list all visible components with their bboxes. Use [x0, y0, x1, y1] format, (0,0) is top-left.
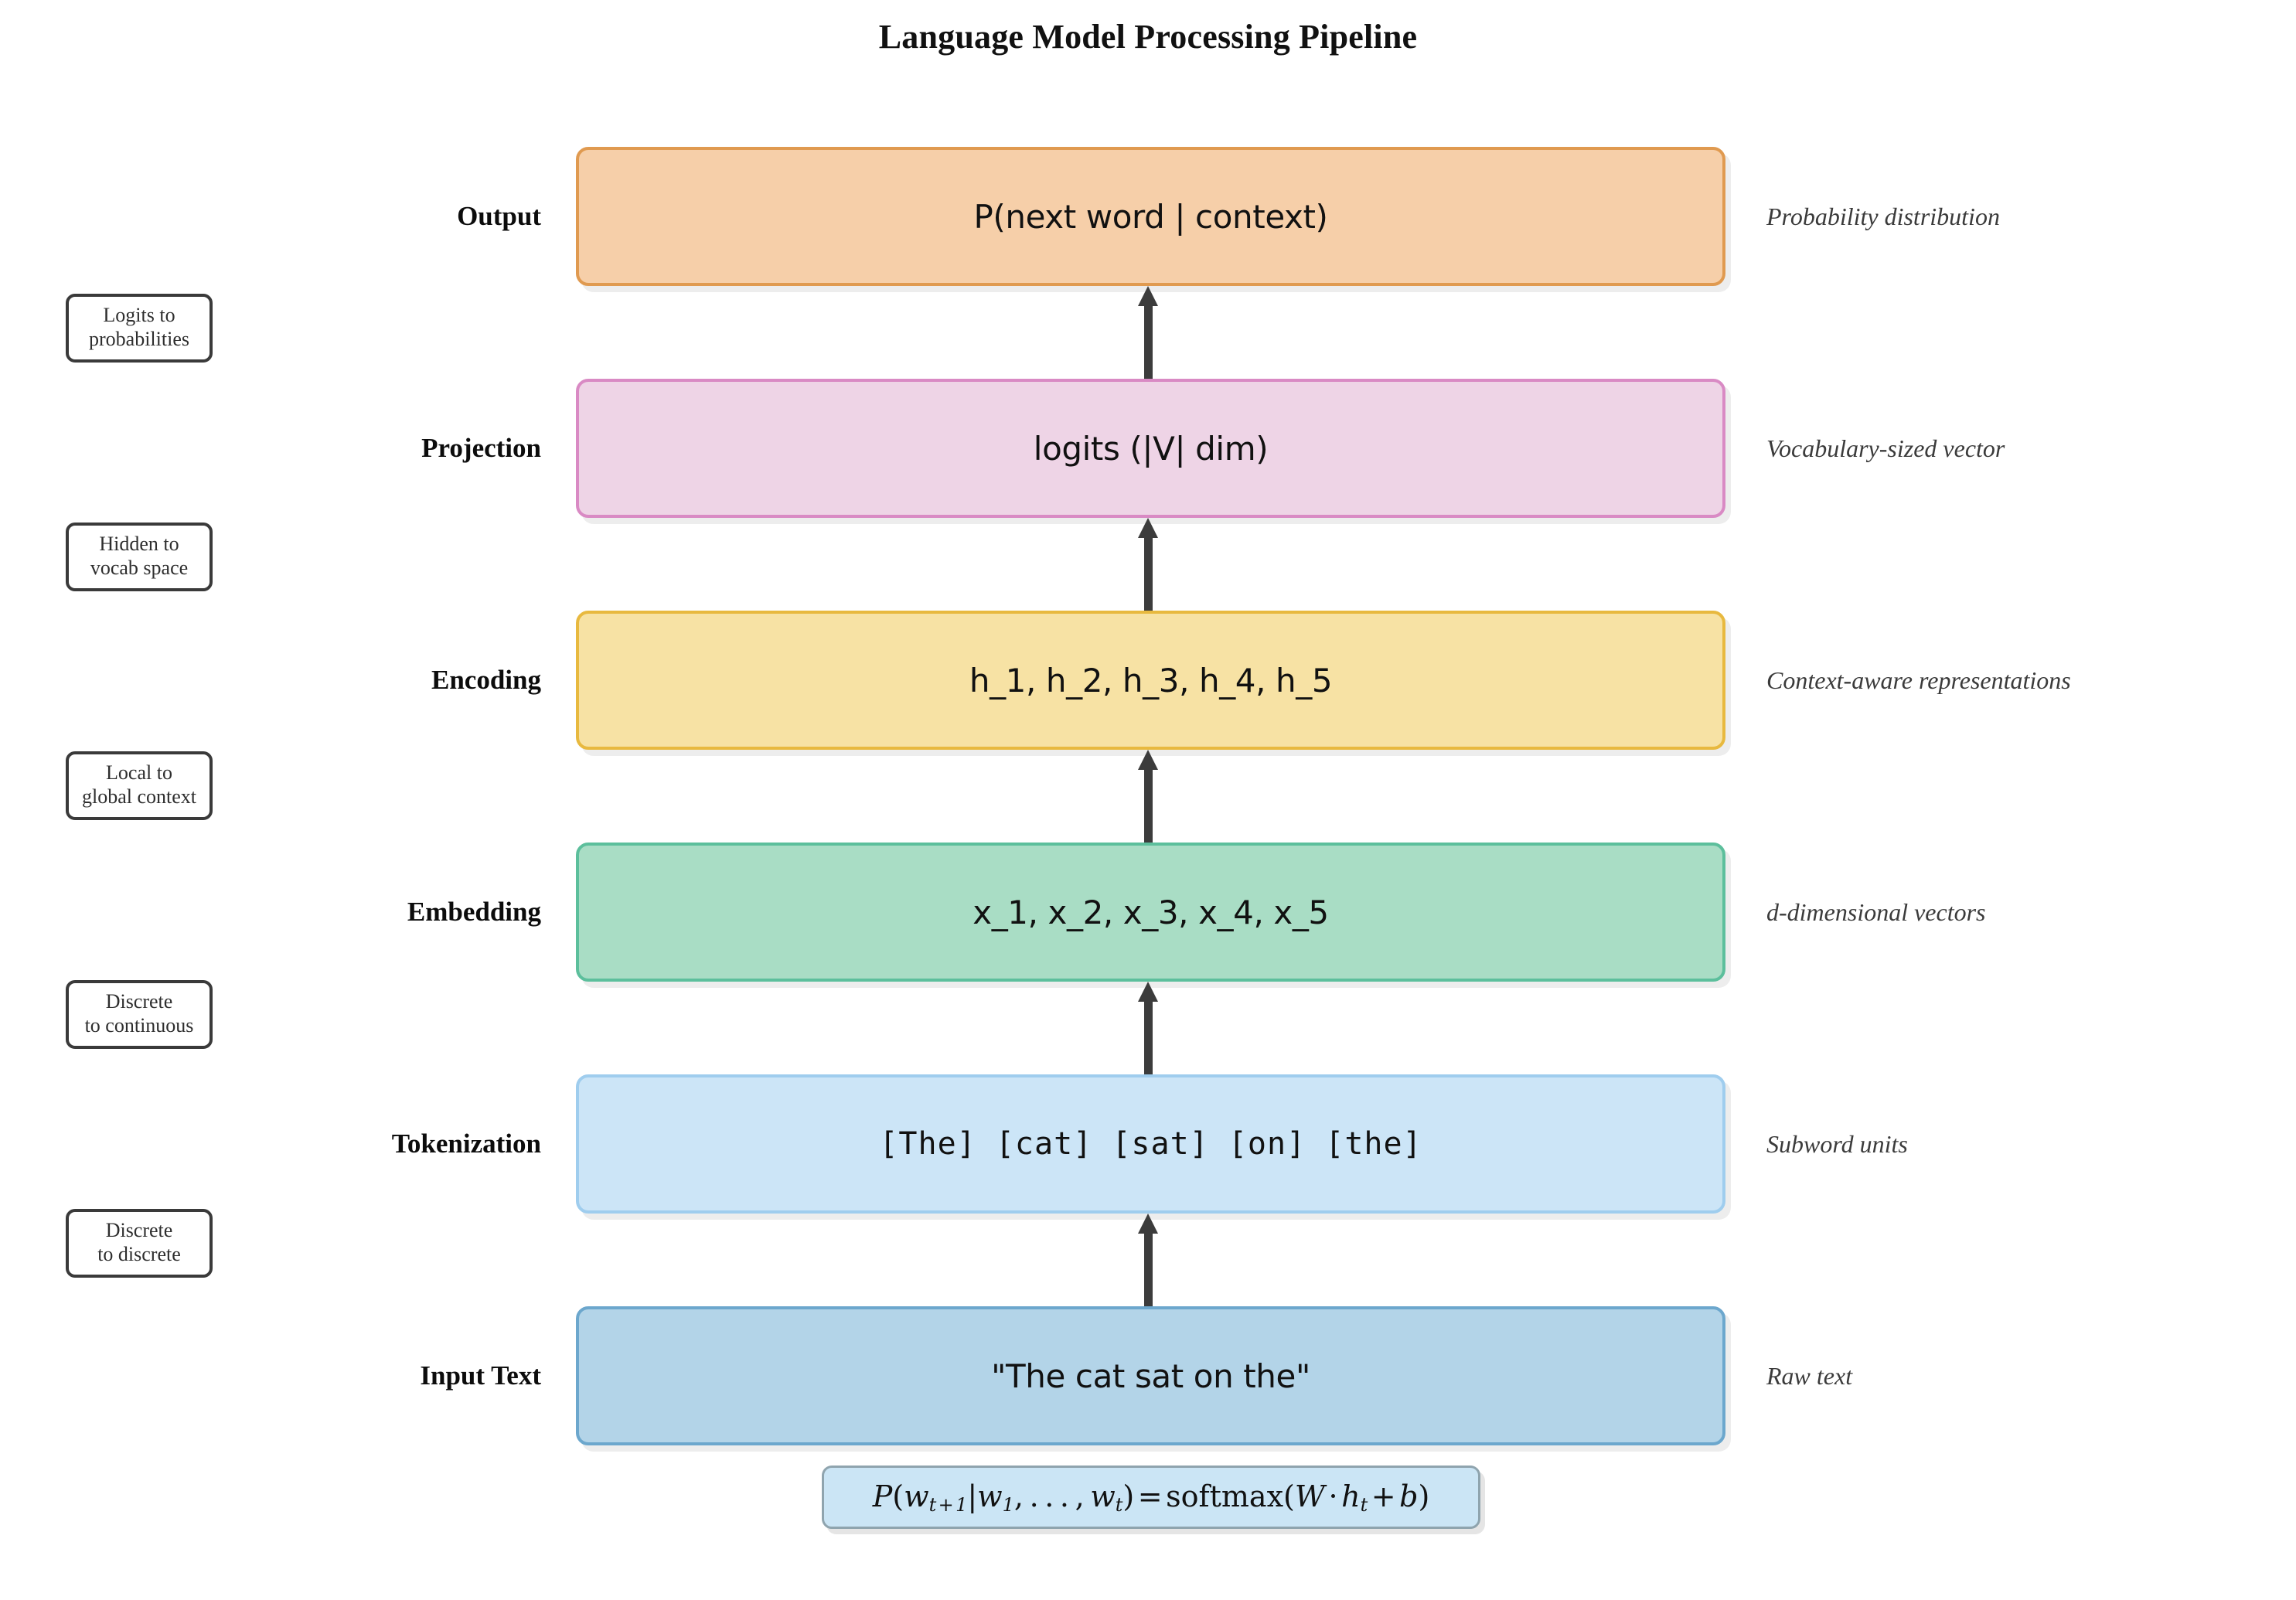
stage-note-projection: Vocabulary-sized vector — [1766, 434, 2005, 462]
stage-row-projection: Projection logits (|V| dim) Vocabulary-s… — [0, 379, 2296, 518]
stage-label-tokenization: Tokenization — [391, 1129, 541, 1159]
arrow-input-to-tokenization — [1138, 1214, 1158, 1306]
stage-row-embedding: Embedding x_1, x_2, x_3, x_4, x_5 d-dime… — [0, 843, 2296, 982]
transition-line-1: Local to — [106, 761, 172, 784]
stage-box-tokenization[interactable]: [The] [cat] [sat] [on] [the] — [576, 1074, 1725, 1214]
arrow-projection-to-output — [1138, 286, 1158, 379]
stage-label-output: Output — [457, 201, 541, 231]
stage-label-input-text: Input Text — [420, 1360, 541, 1391]
transition-line-2: to discrete — [97, 1242, 181, 1265]
stage-label-encoding: Encoding — [431, 665, 541, 695]
stage-text-tokenization: [The] [cat] [sat] [on] [the] — [879, 1126, 1422, 1162]
transition-line-1: Logits to — [103, 304, 175, 326]
transition-box-hidden-to-vocab-space: Hidden to vocab space — [66, 523, 213, 592]
arrow-shaft — [1144, 301, 1153, 379]
arrow-shaft — [1144, 533, 1153, 611]
transition-line-1: Hidden to — [99, 533, 179, 555]
arrow-encoding-to-projection — [1138, 518, 1158, 611]
arrow-shaft — [1144, 1229, 1153, 1306]
transition-line-2: vocab space — [90, 556, 189, 579]
stage-label-projection: Projection — [421, 433, 541, 463]
stage-text-encoding: h_1, h_2, h_3, h_4, h_5 — [969, 661, 1333, 700]
stage-text-embedding: x_1, x_2, x_3, x_4, x_5 — [973, 893, 1329, 931]
arrow-embedding-to-encoding — [1138, 750, 1158, 843]
stage-box-input-text[interactable]: "The cat sat on the" — [576, 1306, 1725, 1445]
transition-box-local-to-global-context: Local to global context — [66, 751, 213, 821]
transition-box-discrete-to-continuous: Discrete to continuous — [66, 980, 213, 1050]
arrow-tokenization-to-embedding — [1138, 982, 1158, 1074]
stage-label-embedding: Embedding — [407, 897, 541, 927]
page-title: Language Model Processing Pipeline — [878, 18, 1418, 56]
arrow-shaft — [1144, 997, 1153, 1074]
transition-box-logits-to-probabilities: Logits to probabilities — [66, 294, 213, 363]
transition-line-1: Discrete — [105, 1219, 173, 1241]
stage-note-encoding: Context-aware representations — [1766, 666, 2071, 694]
stage-box-output[interactable]: P(next word | context) — [576, 147, 1725, 286]
stage-box-projection[interactable]: logits (|V| dim) — [576, 379, 1725, 518]
stage-note-output: Probability distribution — [1766, 202, 2000, 230]
formula-text: P(wt + 1|w1, . . . , wt)=softmax(W·ht+b) — [872, 1479, 1430, 1516]
stage-box-encoding[interactable]: h_1, h_2, h_3, h_4, h_5 — [576, 611, 1725, 750]
stage-note-tokenization: Subword units — [1766, 1129, 1908, 1158]
formula-box: P(wt + 1|w1, . . . , wt)=softmax(W·ht+b) — [822, 1466, 1480, 1529]
stage-text-projection: logits (|V| dim) — [1033, 429, 1269, 468]
transition-line-2: to continuous — [84, 1013, 194, 1037]
stage-row-input-text: Input Text "The cat sat on the" Raw text — [0, 1306, 2296, 1445]
transition-line-2: global context — [81, 785, 196, 808]
stage-note-embedding: d-dimensional vectors — [1766, 897, 1986, 926]
stage-box-embedding[interactable]: x_1, x_2, x_3, x_4, x_5 — [576, 843, 1725, 982]
stage-row-encoding: Encoding h_1, h_2, h_3, h_4, h_5 Context… — [0, 611, 2296, 750]
arrow-shaft — [1144, 765, 1153, 843]
stage-note-input-text: Raw text — [1766, 1361, 1853, 1390]
stage-text-output: P(next word | context) — [973, 197, 1328, 236]
stage-text-input-text: "The cat sat on the" — [991, 1357, 1310, 1395]
stage-row-tokenization: Tokenization [The] [cat] [sat] [on] [the… — [0, 1074, 2296, 1214]
transition-box-discrete-to-discrete: Discrete to discrete — [66, 1209, 213, 1278]
stage-row-output: Output P(next word | context) Probabilit… — [0, 147, 2296, 286]
transition-line-2: probabilities — [89, 327, 189, 350]
transition-line-1: Discrete — [105, 990, 173, 1013]
